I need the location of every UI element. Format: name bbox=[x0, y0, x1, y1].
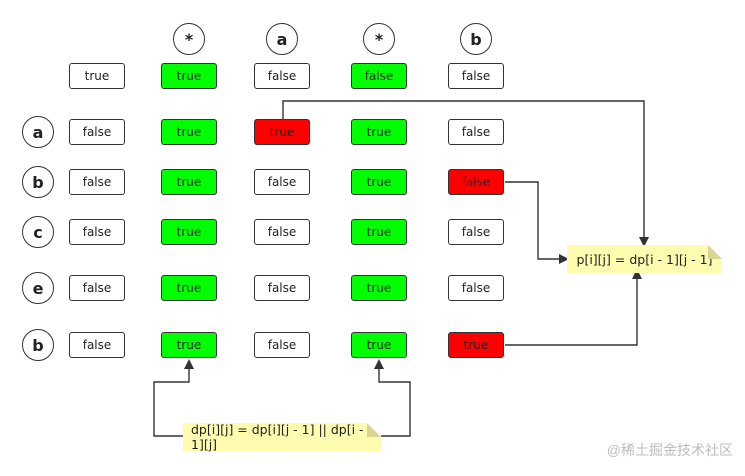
dp-cell-green: true bbox=[161, 119, 217, 145]
dp-cell-white: false bbox=[69, 332, 125, 358]
string-char-circle: a bbox=[22, 116, 54, 148]
string-char-circle: b bbox=[22, 329, 54, 361]
dp-cell-green: true bbox=[161, 63, 217, 89]
dp-cell-green: true bbox=[351, 275, 407, 301]
dp-cell-white: true bbox=[69, 63, 125, 89]
dp-cell-white: false bbox=[448, 275, 504, 301]
note-diagonal-text: p[i][j] = dp[i - 1][j - 1] bbox=[576, 251, 713, 267]
arrow-diag-middle bbox=[505, 181, 569, 264]
note-star-text: dp[i][j] = dp[i][j - 1] || dp[i - 1][j] bbox=[191, 422, 364, 452]
dp-cell-white: false bbox=[254, 63, 310, 89]
dp-cell-green: true bbox=[161, 275, 217, 301]
arrow-diag-top bbox=[282, 100, 649, 247]
dp-cell-white: false bbox=[69, 275, 125, 301]
string-char-circle: e bbox=[22, 272, 54, 304]
string-char-circle: c bbox=[22, 216, 54, 248]
dp-cell-white: false bbox=[448, 63, 504, 89]
dp-cell-green: true bbox=[161, 219, 217, 245]
note-diagonal: p[i][j] = dp[i - 1][j - 1] bbox=[567, 245, 722, 273]
string-char-circle: b bbox=[22, 166, 54, 198]
arrow-bottom-left bbox=[153, 359, 194, 437]
arrow-bottom-right bbox=[374, 359, 411, 437]
pattern-char-circle: * bbox=[363, 23, 395, 55]
dp-cell-white: false bbox=[448, 219, 504, 245]
note-fold-corner bbox=[367, 423, 381, 437]
dp-cell-green: true bbox=[351, 219, 407, 245]
dp-cell-white: false bbox=[254, 219, 310, 245]
dp-cell-red: true bbox=[254, 119, 310, 145]
dp-cell-white: false bbox=[69, 219, 125, 245]
dp-cell-white: false bbox=[448, 119, 504, 145]
note-star: dp[i][j] = dp[i][j - 1] || dp[i - 1][j] bbox=[183, 422, 381, 452]
pattern-char-circle: b bbox=[460, 23, 492, 55]
pattern-char-circle: * bbox=[173, 23, 205, 55]
dp-cell-white: false bbox=[254, 169, 310, 195]
dp-cell-white: false bbox=[69, 119, 125, 145]
dp-cell-white: false bbox=[69, 169, 125, 195]
dp-cell-green: true bbox=[161, 169, 217, 195]
dp-cell-red: false bbox=[448, 169, 504, 195]
dp-cell-green: true bbox=[351, 332, 407, 358]
arrow-diag-bottom bbox=[505, 269, 642, 346]
note-fold-corner bbox=[708, 245, 722, 259]
dp-cell-green: true bbox=[351, 119, 407, 145]
dp-cell-green: false bbox=[351, 63, 407, 89]
pattern-char-circle: a bbox=[266, 23, 298, 55]
dp-cell-green: true bbox=[351, 169, 407, 195]
dp-cell-red: true bbox=[448, 332, 504, 358]
dp-cell-green: true bbox=[161, 332, 217, 358]
dp-cell-white: false bbox=[254, 332, 310, 358]
dp-cell-white: false bbox=[254, 275, 310, 301]
watermark: @稀土掘金技术社区 bbox=[606, 442, 733, 458]
